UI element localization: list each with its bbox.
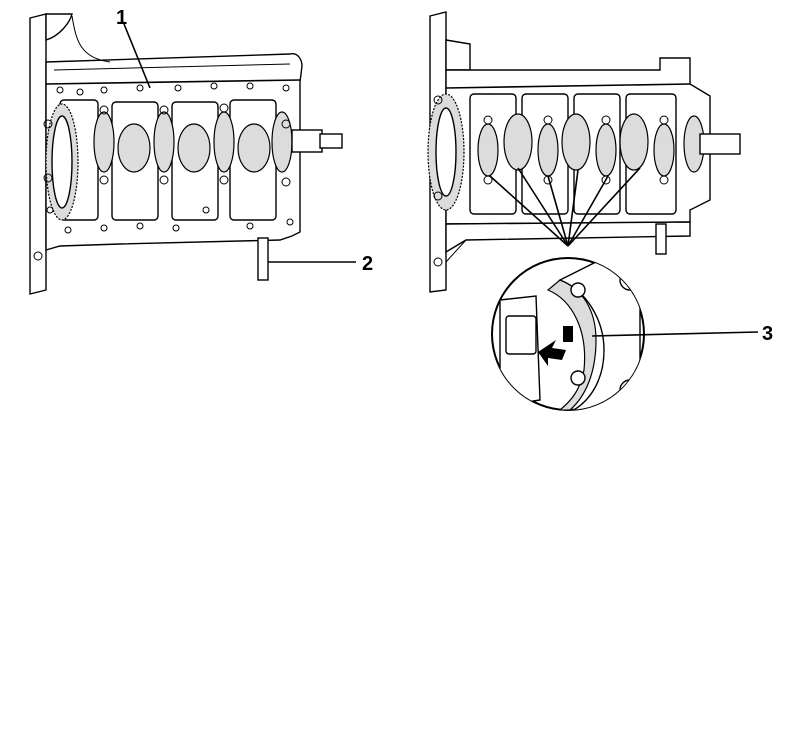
left-crankshaft [93, 111, 343, 173]
oil-pipe [257, 237, 269, 281]
left-top-bolt-row [56, 82, 290, 96]
right-crankshaft [477, 113, 741, 177]
detail-pointer-lines [489, 167, 641, 247]
thrust-washer-detail [491, 257, 759, 411]
leader-line-1 [123, 23, 151, 89]
callout-2: 2 [362, 253, 373, 275]
left-bottom-bolt-row [33, 206, 294, 261]
right-bolts [433, 95, 669, 267]
right-engine-block-view [427, 11, 759, 411]
callout-1: 1 [116, 7, 127, 29]
leader-line-3 [591, 331, 759, 337]
arrow-icon [538, 340, 566, 366]
callout-3: 3 [762, 323, 773, 345]
right-timing-gear [427, 93, 465, 211]
left-timing-gear [45, 103, 79, 221]
left-engine-block-view [29, 13, 356, 295]
left-cap-bolts [43, 103, 291, 187]
